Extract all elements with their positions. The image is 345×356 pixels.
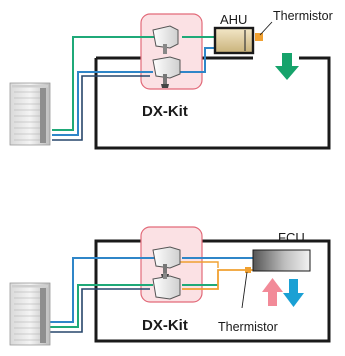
- top-thermistor-label: Thermistor: [273, 9, 333, 23]
- top-pipe-blue: [52, 47, 215, 136]
- top-down-arrow-icon: [275, 53, 299, 80]
- top-valve-lower: [152, 56, 181, 88]
- bottom-pipe-orange: [182, 269, 253, 290]
- top-diagram: AHU Thermistor DX-Kit: [9, 9, 333, 150]
- top-pipe-green: [52, 36, 215, 131]
- top-pipe-dark: [52, 75, 150, 141]
- bottom-pipe-green: [50, 284, 218, 328]
- bottom-fcu-unit: [252, 249, 311, 272]
- bottom-up-arrow-icon: [262, 278, 283, 306]
- top-dx-kit-label: DX-Kit: [142, 103, 188, 120]
- top-thermistor-leader: [259, 21, 273, 36]
- top-ahu-label: AHU: [220, 12, 247, 27]
- bottom-pipe-dark: [50, 288, 150, 333]
- bottom-thermistor-label: Thermistor: [218, 320, 278, 334]
- bottom-valve-lower: [152, 273, 181, 300]
- bottom-pipe-orange-2: [175, 261, 219, 268]
- bottom-diagram: FCU Thermistor DX-Kit: [9, 226, 331, 346]
- bottom-dx-kit-label: DX-Kit: [142, 317, 188, 334]
- top-valve-upper: [152, 25, 179, 54]
- bottom-fcu-label: FCU: [278, 230, 305, 245]
- bottom-thermistor-leader: [241, 271, 248, 309]
- bottom-outdoor-unit-icon: [9, 282, 51, 346]
- top-thermistor-sensor: [255, 33, 263, 41]
- bottom-pipe-blue: [50, 257, 260, 323]
- top-ahu-unit: [213, 26, 255, 55]
- bottom-thermistor-sensor: [245, 267, 251, 273]
- bottom-down-arrow-icon: [283, 279, 304, 307]
- bottom-room-outline: [94, 239, 331, 343]
- top-outdoor-unit-icon: [9, 82, 51, 146]
